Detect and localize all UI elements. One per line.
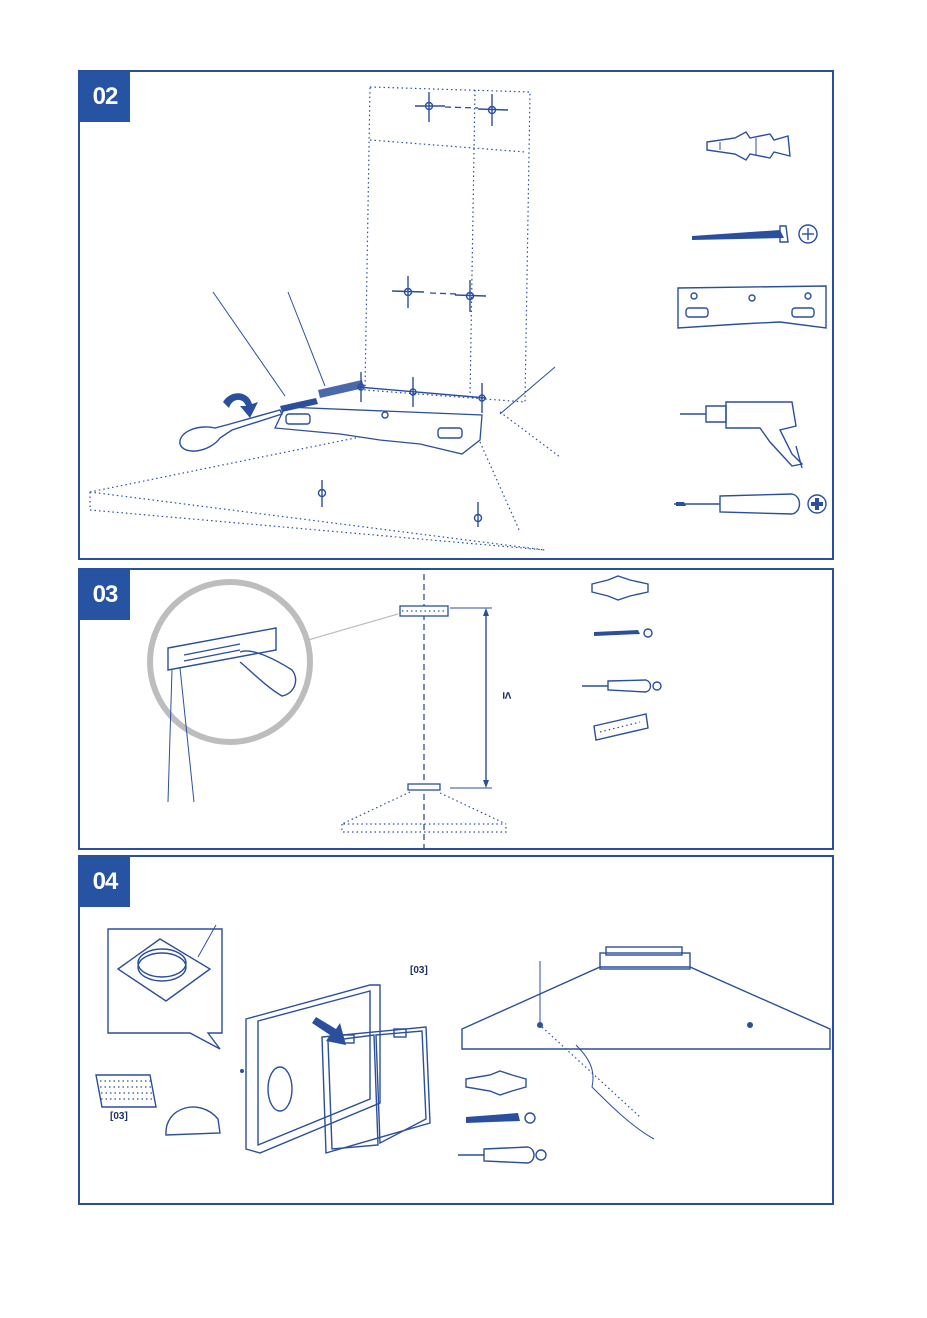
drill-icon <box>680 402 802 468</box>
filter-reference-label: [03] <box>410 965 428 976</box>
wall-plug-icon <box>707 132 790 160</box>
mounting-bracket-icon <box>594 714 648 740</box>
step-02-parts <box>80 72 836 562</box>
phillips-head-icon <box>808 495 826 513</box>
step-04-panel: 04 <box>78 855 834 1205</box>
screw-icon <box>466 1113 535 1123</box>
step-03-panel: 03 <box>78 568 834 850</box>
step-02-panel: 02 <box>78 70 834 560</box>
screw-icon <box>594 629 652 637</box>
grease-filter-reference-label: [03] <box>110 1111 128 1122</box>
step-04-illustration <box>80 857 836 1207</box>
step-03-illustration <box>80 570 836 852</box>
screwdriver-icon <box>582 680 661 692</box>
screw-icon <box>692 225 817 243</box>
wall-plug-icon <box>592 576 648 600</box>
screwdriver-icon <box>674 494 800 514</box>
distance-symbol: ≤ <box>500 692 515 699</box>
screwdriver-icon <box>458 1147 546 1163</box>
mounting-bracket-icon <box>678 286 826 328</box>
wall-plug-icon <box>466 1071 526 1095</box>
